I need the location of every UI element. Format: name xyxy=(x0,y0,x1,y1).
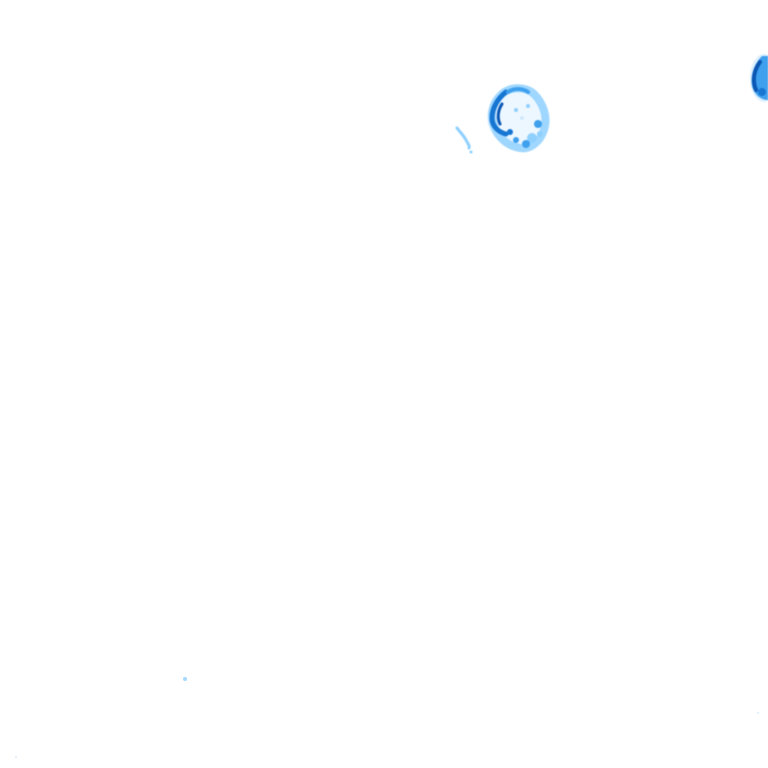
echo-speck-southwest-edge xyxy=(15,756,17,758)
echo-speck-southeast xyxy=(757,712,759,714)
echo-speck-southwest xyxy=(183,677,187,681)
echo-edge-northeast xyxy=(750,54,768,102)
echo-trail-west xyxy=(455,126,473,154)
echo-cluster-center-north xyxy=(487,84,550,153)
